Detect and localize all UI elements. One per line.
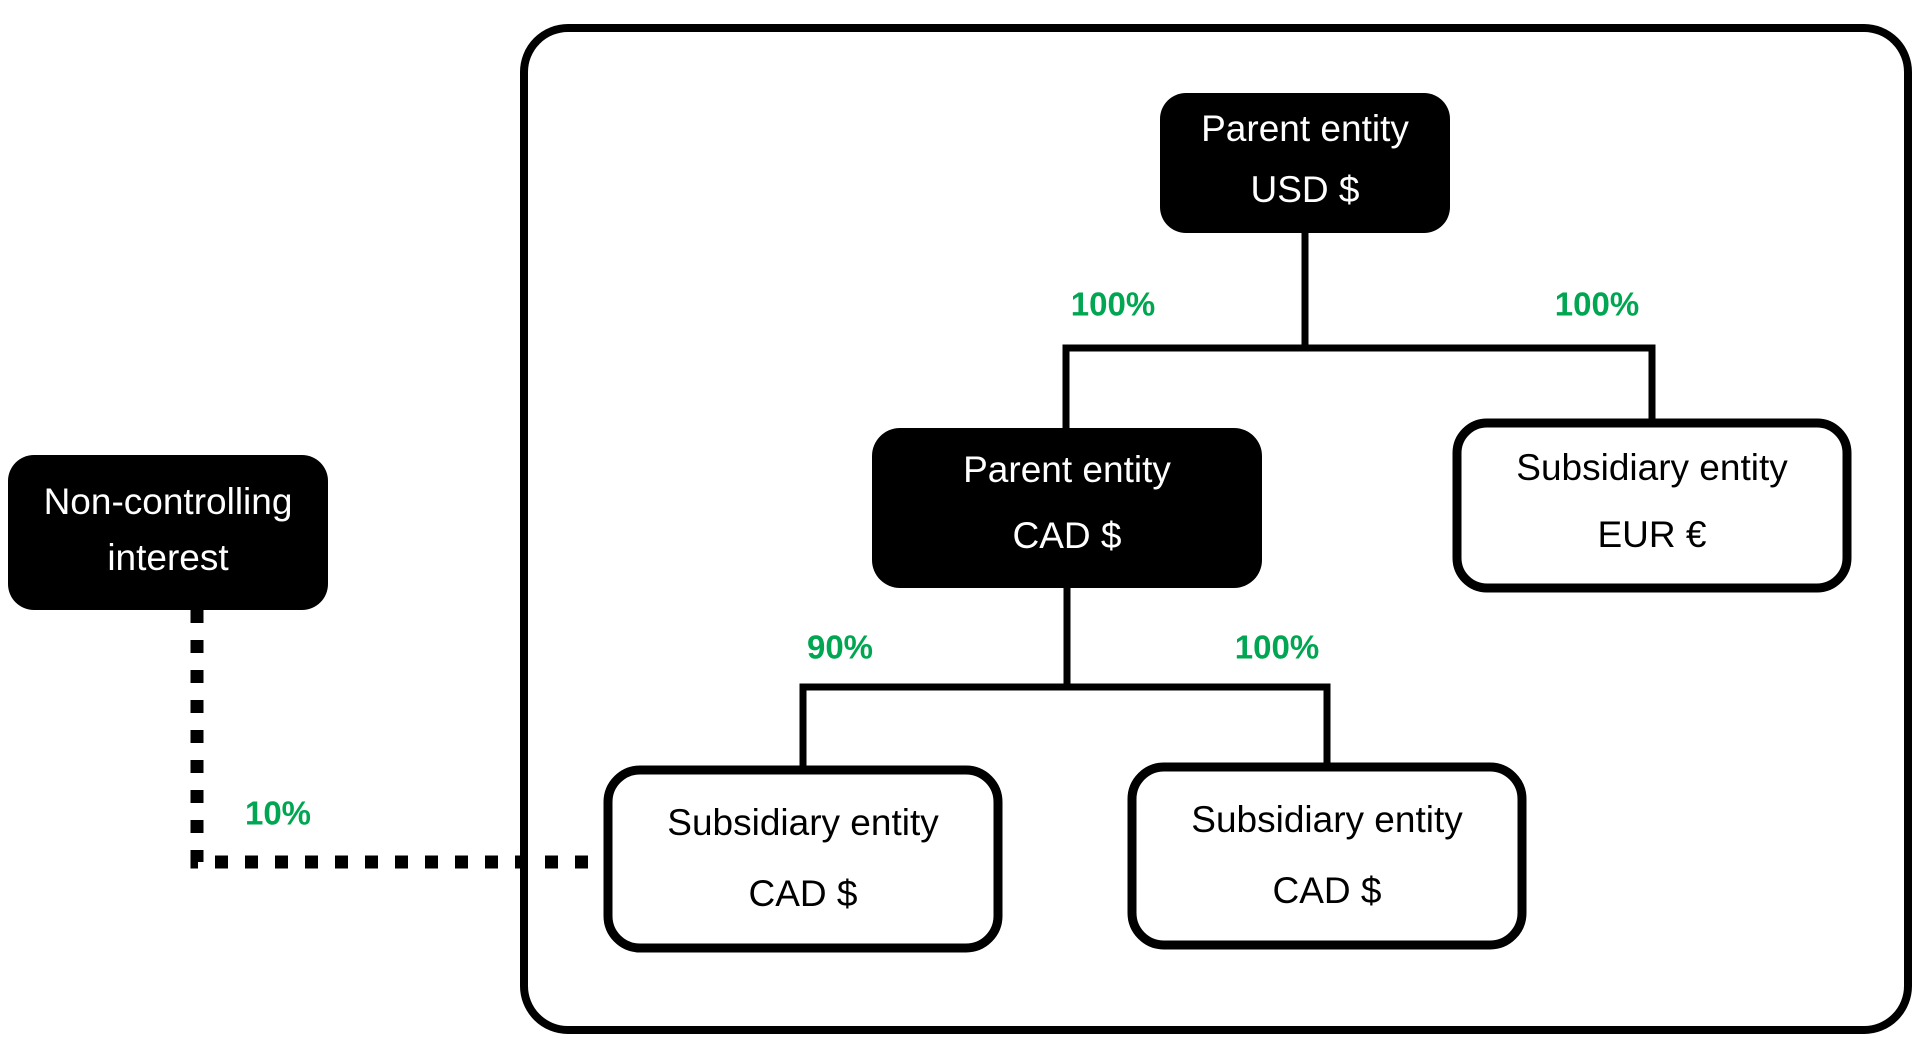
node-subsidiary-eur-line1: Subsidiary entity [1516, 447, 1788, 488]
connector-parent-usd-branch-left [1062, 344, 1305, 428]
node-subsidiary-eur[interactable]: Subsidiary entity EUR € [1452, 418, 1852, 593]
node-non-controlling-interest-line1: Non-controlling [44, 481, 293, 522]
connector-parent-cad-branch-left [799, 683, 1067, 770]
edge-label-parent-cad-to-subsidiary-cad-left: 90% [807, 629, 873, 666]
connector-parent-cad-branch-right [1067, 683, 1331, 767]
node-subsidiary-cad-right[interactable]: Subsidiary entity CAD $ [1127, 762, 1527, 950]
connector-nci-dotted [190, 610, 608, 869]
node-subsidiary-eur-line2: EUR € [1598, 514, 1707, 555]
node-non-controlling-interest[interactable]: Non-controlling interest [8, 455, 328, 610]
connector-parent-usd-branch-right [1305, 344, 1656, 423]
edge-label-nci-to-subsidiary-cad-left: 10% [245, 795, 311, 832]
node-parent-cad-line1: Parent entity [963, 449, 1171, 490]
edge-label-parent-usd-to-parent-cad: 100% [1071, 286, 1155, 323]
node-subsidiary-cad-right-box [1127, 762, 1527, 950]
node-non-controlling-interest-box [8, 455, 328, 610]
node-parent-usd-line2: USD $ [1251, 169, 1360, 210]
node-subsidiary-cad-right-line1: Subsidiary entity [1191, 799, 1463, 840]
node-subsidiary-eur-box [1452, 418, 1852, 593]
node-subsidiary-cad-left[interactable]: Subsidiary entity CAD $ [603, 765, 1003, 953]
node-subsidiary-cad-left-line2: CAD $ [749, 873, 858, 914]
node-parent-usd-line1: Parent entity [1201, 108, 1409, 149]
node-subsidiary-cad-left-box [603, 765, 1003, 953]
edge-label-parent-cad-to-subsidiary-cad-right: 100% [1235, 629, 1319, 666]
edge-label-parent-usd-to-subsidiary-eur: 100% [1555, 286, 1639, 323]
node-non-controlling-interest-line2: interest [107, 537, 229, 578]
node-parent-cad-box [872, 428, 1262, 588]
node-parent-usd[interactable]: Parent entity USD $ [1160, 93, 1450, 233]
node-subsidiary-cad-left-line1: Subsidiary entity [667, 802, 939, 843]
consolidation-group-boundary [520, 24, 1912, 1034]
node-parent-usd-box [1160, 93, 1450, 233]
node-parent-cad-line2: CAD $ [1013, 515, 1122, 556]
node-parent-cad[interactable]: Parent entity CAD $ [872, 428, 1262, 588]
node-subsidiary-cad-right-line2: CAD $ [1273, 870, 1382, 911]
